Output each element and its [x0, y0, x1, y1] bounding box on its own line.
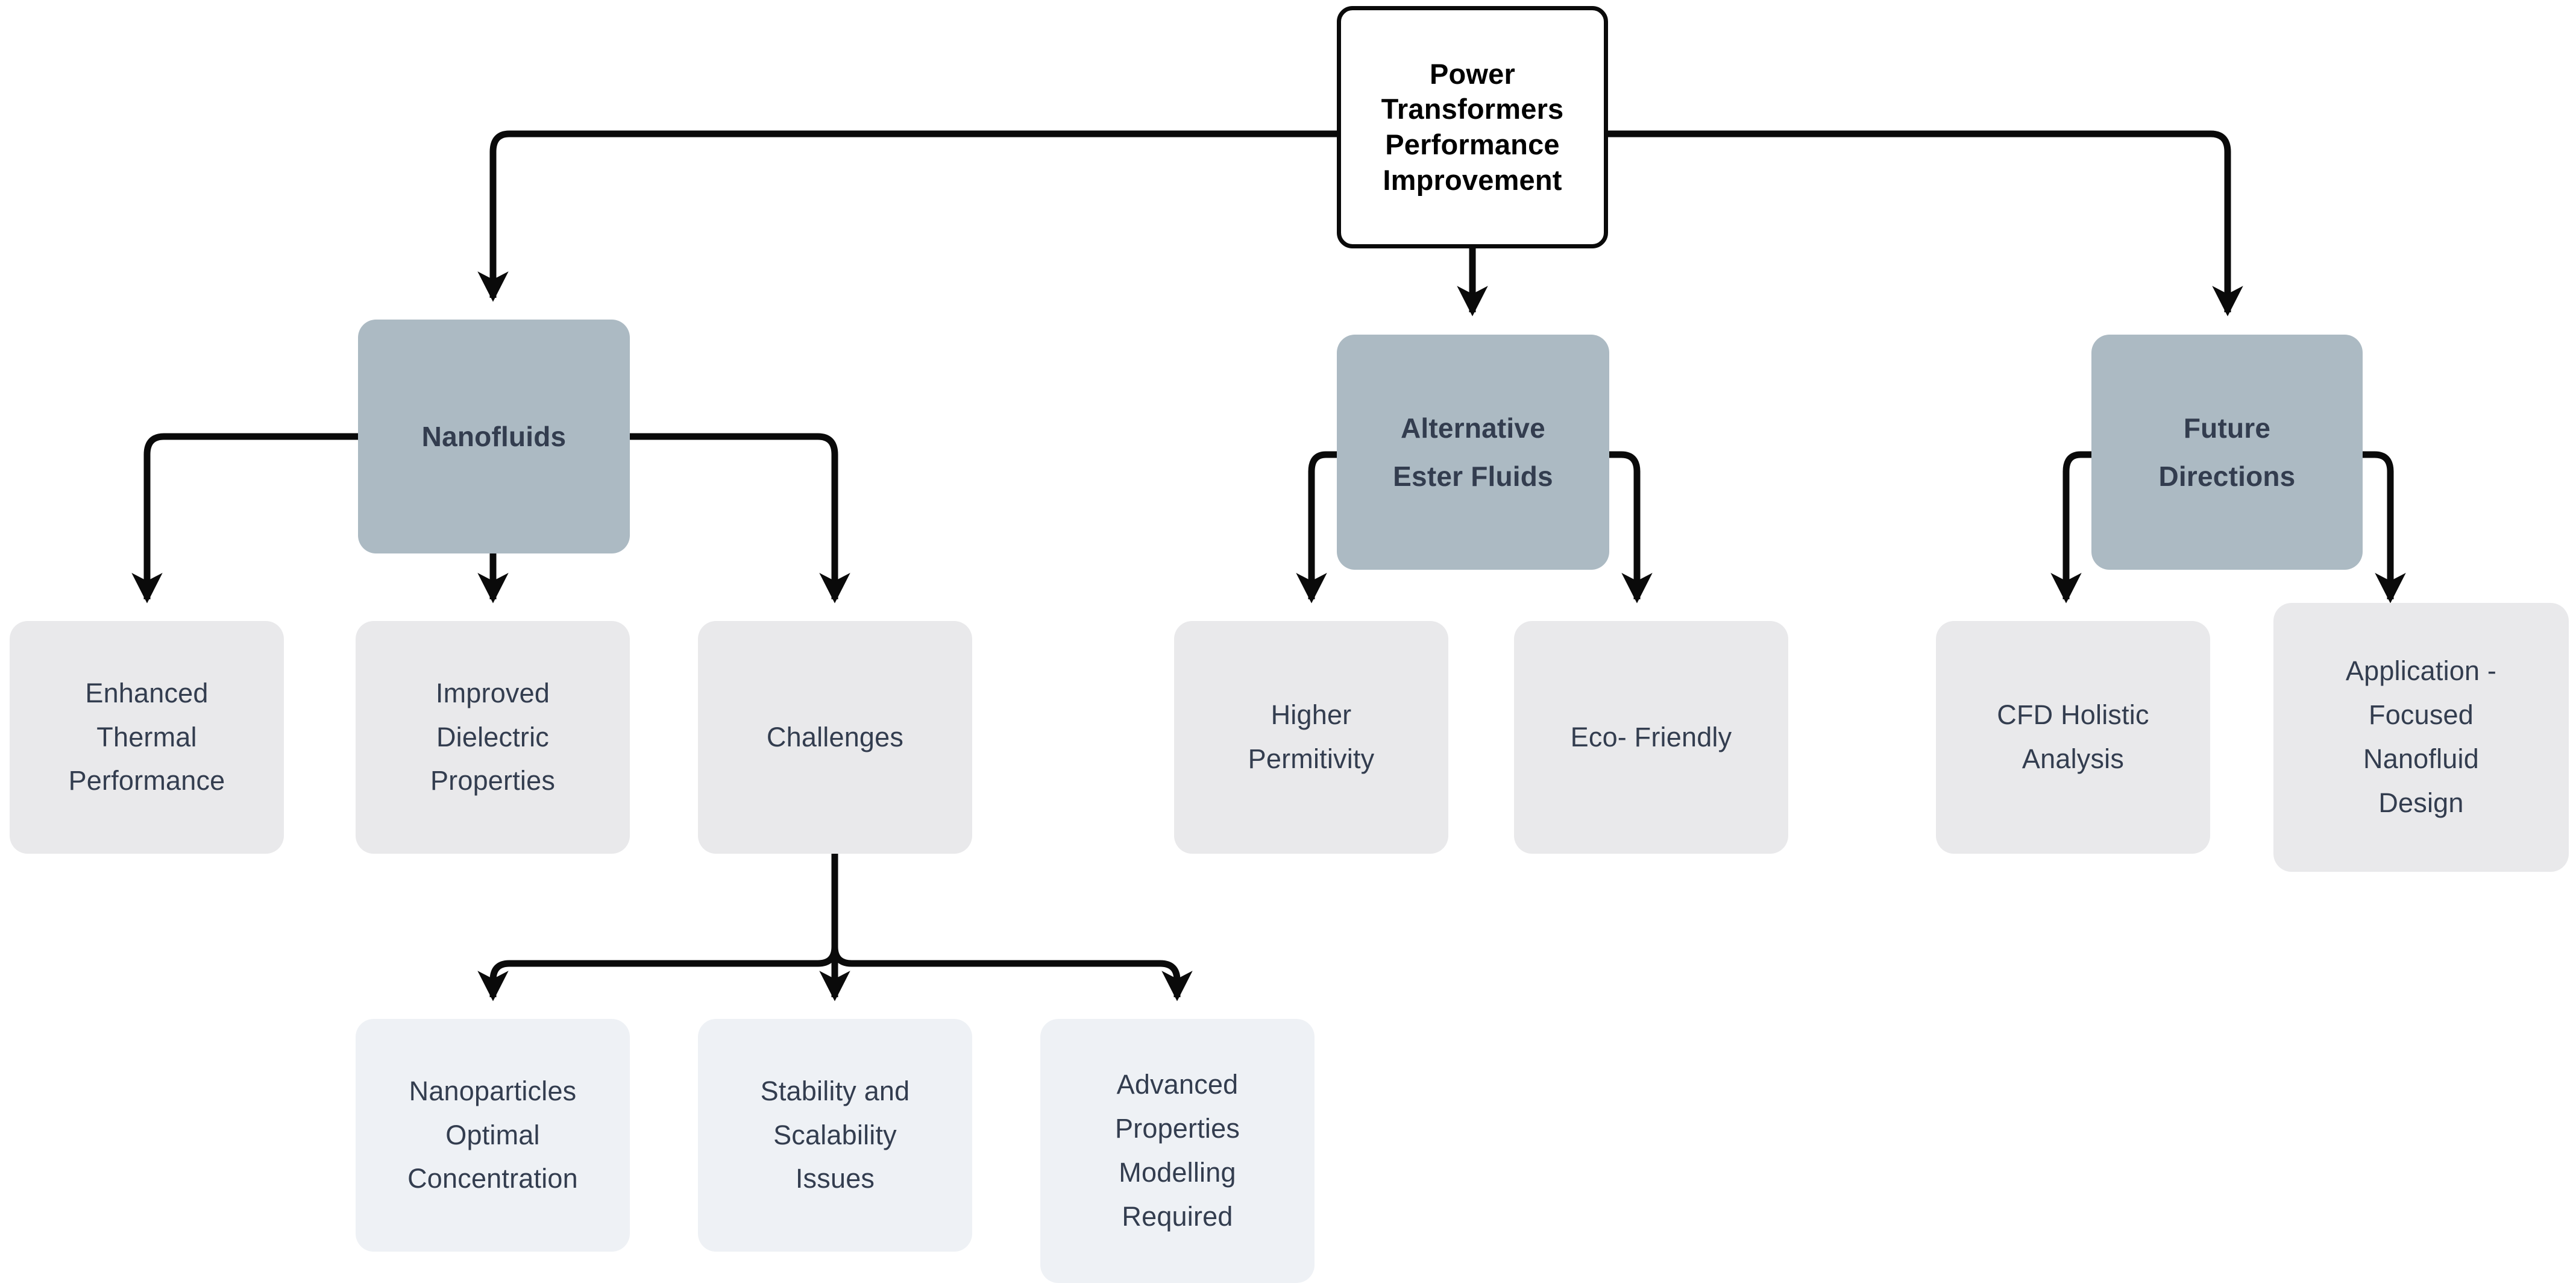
node-label-future-directions: Future Directions [2158, 412, 2296, 493]
node-enhanced-thermal-performance[interactable]: Enhanced Thermal Performance [10, 621, 284, 854]
edge-alternative-ester-fluids-to-higher-permitivity [1296, 451, 1337, 604]
node-label-nanofluids: Nanofluids [421, 420, 567, 452]
node-label-higher-permitivity: Higher Permitivity [1248, 699, 1375, 774]
node-label-alternative-ester-fluids: Alternative Ester Fluids [1393, 412, 1553, 493]
node-label-challenges: Challenges [766, 721, 904, 752]
node-advanced-properties-modelling-required[interactable]: Advanced Properties Modelling Required [1040, 1019, 1315, 1283]
node-future-directions[interactable]: Future Directions [2091, 335, 2363, 570]
node-stability-and-scalability-issues[interactable]: Stability and Scalability Issues [698, 1019, 972, 1252]
node-label-enhanced-thermal-performance: Enhanced Thermal Performance [68, 677, 225, 796]
node-nanofluids[interactable]: Nanofluids [358, 320, 630, 553]
node-label-application-focused-nanofluid-design: Application - Focused Nanofluid Design [2345, 655, 2497, 818]
edge-challenges-to-advanced-properties-modelling-required [831, 946, 1193, 1001]
node-label-root: Power Transformers Performance Improveme… [1381, 57, 1564, 196]
node-application-focused-nanofluid-design[interactable]: Application - Focused Nanofluid Design [2273, 603, 2569, 872]
node-label-eco-friendly: Eco- Friendly [1570, 721, 1732, 752]
edge-nanofluids-to-challenges [630, 433, 850, 604]
node-eco-friendly[interactable]: Eco- Friendly [1514, 621, 1788, 854]
node-label-nanoparticles-optimal-concentration: Nanoparticles Optimal Concentration [407, 1075, 578, 1194]
edge-future-directions-to-application-focused-nanofluid-design [2363, 451, 2406, 604]
node-label-advanced-properties-modelling-required: Advanced Properties Modelling Required [1114, 1069, 1240, 1232]
edge-root-to-future-directions [1608, 130, 2243, 317]
node-nanoparticles-optimal-concentration[interactable]: Nanoparticles Optimal Concentration [356, 1019, 630, 1252]
node-alternative-ester-fluids[interactable]: Alternative Ester Fluids [1337, 335, 1609, 570]
edge-alternative-ester-fluids-to-eco-friendly [1609, 451, 1653, 604]
node-label-cfd-holistic-analysis: CFD Holistic Analysis [1997, 699, 2149, 774]
edge-challenges-to-nanoparticles-optimal-concentration [477, 946, 838, 1001]
node-higher-permitivity[interactable]: Higher Permitivity [1174, 621, 1448, 854]
node-cfd-holistic-analysis[interactable]: CFD Holistic Analysis [1936, 621, 2210, 854]
node-label-stability-and-scalability-issues: Stability and Scalability Issues [760, 1075, 910, 1194]
node-challenges[interactable]: Challenges [698, 621, 972, 854]
edge-nanofluids-to-enhanced-thermal-performance [131, 433, 358, 604]
edge-future-directions-to-cfd-holistic-analysis [2050, 451, 2091, 604]
node-improved-dielectric-properties[interactable]: Improved Dielectric Properties [356, 621, 630, 854]
edge-root-to-nanofluids [477, 130, 1337, 302]
node-label-improved-dielectric-properties: Improved Dielectric Properties [430, 677, 556, 796]
node-power-transformers-performance-improvement[interactable]: Power Transformers Performance Improveme… [1337, 6, 1608, 248]
